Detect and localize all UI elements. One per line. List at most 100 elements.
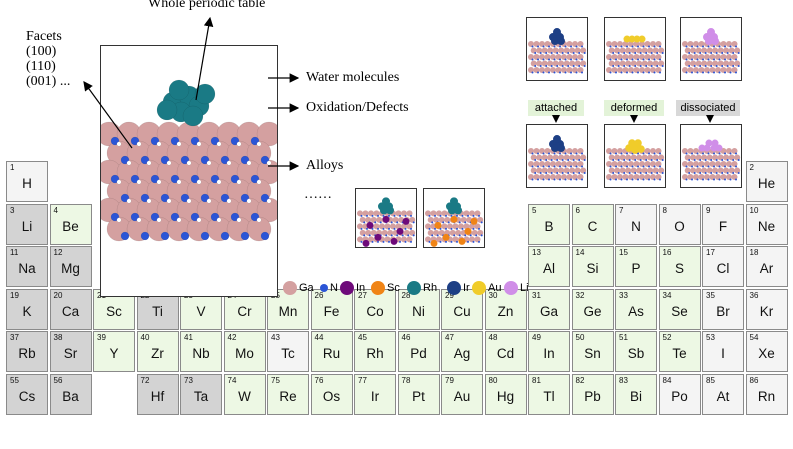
n-atom <box>559 45 561 48</box>
ga-atom <box>359 229 366 236</box>
cluster-atom <box>551 144 559 153</box>
atomic-number: 19 <box>10 290 19 300</box>
n-atom <box>570 71 572 74</box>
n-atom <box>469 234 472 237</box>
n-atom <box>628 172 631 175</box>
n-atom <box>150 212 160 222</box>
cluster-atom <box>557 144 565 153</box>
legend-item-sc: Sc <box>371 281 400 296</box>
n-atom <box>653 152 656 155</box>
n-atom <box>572 52 575 55</box>
n-atom <box>531 45 534 48</box>
element-symbol: Y <box>109 346 119 361</box>
legend-label: Rh <box>423 282 438 294</box>
n-atom <box>707 178 710 181</box>
atomic-number: 48 <box>488 333 498 342</box>
n-atom <box>693 52 696 55</box>
n-atom <box>724 71 726 74</box>
n-atom <box>531 178 534 181</box>
hollow-site <box>256 179 262 185</box>
n-atom <box>120 193 130 203</box>
n-atom <box>735 152 737 155</box>
n-atom <box>575 58 578 61</box>
atomic-number: 9 <box>706 205 711 215</box>
rh-cluster-atom <box>182 105 204 127</box>
hollow-site <box>186 160 192 166</box>
n-atom <box>542 71 545 74</box>
ga-atom <box>619 47 626 54</box>
n-atom <box>696 58 699 61</box>
n-atom <box>230 212 240 222</box>
ga-atom <box>547 60 554 67</box>
n-atom <box>724 45 726 48</box>
n-atom <box>650 65 653 68</box>
n-atom <box>160 231 170 241</box>
n-atom <box>581 58 583 61</box>
n-atom <box>548 58 550 61</box>
oxidation-defects-label: Oxidation/Defects <box>306 100 409 115</box>
element-symbol: Po <box>671 388 688 404</box>
n-atom <box>691 45 693 48</box>
rh-cluster-atom <box>168 79 190 101</box>
cluster-atom <box>631 146 639 154</box>
atomic-number: 35 <box>706 290 715 300</box>
n-atom <box>713 58 715 61</box>
n-atom <box>556 172 559 175</box>
ga-atom <box>455 229 462 236</box>
before-panel-au <box>604 17 666 81</box>
n-atom <box>615 165 617 168</box>
ga-atom <box>438 216 445 223</box>
hollow-site <box>136 141 142 147</box>
n-atom <box>564 178 567 181</box>
n-atom <box>120 231 130 241</box>
n-atom <box>548 165 550 168</box>
n-atom <box>578 172 581 175</box>
n-atom <box>453 234 456 237</box>
n-atom <box>721 65 724 68</box>
n-atom <box>537 165 539 168</box>
ga-atom <box>684 47 691 54</box>
cluster-atom <box>711 37 719 46</box>
dopant-atom <box>374 233 382 241</box>
ga-atom <box>690 47 697 54</box>
n-atom <box>691 165 693 168</box>
atomic-number: 52 <box>662 333 672 342</box>
element-symbol: Os <box>322 388 341 404</box>
n-atom <box>160 193 170 203</box>
element-symbol: S <box>674 261 684 276</box>
n-atom <box>250 212 260 222</box>
element-symbol: Rb <box>18 346 36 361</box>
atomic-number: 56 <box>53 375 63 385</box>
atomic-number: 31 <box>532 290 541 300</box>
n-atom <box>642 152 645 155</box>
n-atom <box>539 172 542 175</box>
n-atom <box>710 159 713 162</box>
n-atom <box>642 45 645 48</box>
n-atom <box>693 172 696 175</box>
n-atom <box>578 65 581 68</box>
cluster-atom <box>628 139 636 147</box>
n-atom <box>180 155 190 165</box>
n-atom <box>140 231 150 241</box>
ga-atom <box>734 47 741 54</box>
atomic-number: 8 <box>662 205 667 215</box>
hollow-site <box>226 198 232 204</box>
element-symbol: Re <box>279 388 297 404</box>
atomic-number: 18 <box>749 248 759 257</box>
cluster-atom <box>380 206 388 215</box>
cluster-atom <box>634 139 642 147</box>
ga-atom <box>569 47 576 54</box>
n-atom <box>583 65 586 68</box>
n-atom <box>434 214 436 217</box>
n-atom <box>556 159 559 162</box>
n-atom <box>707 152 710 155</box>
n-atom <box>553 45 556 48</box>
